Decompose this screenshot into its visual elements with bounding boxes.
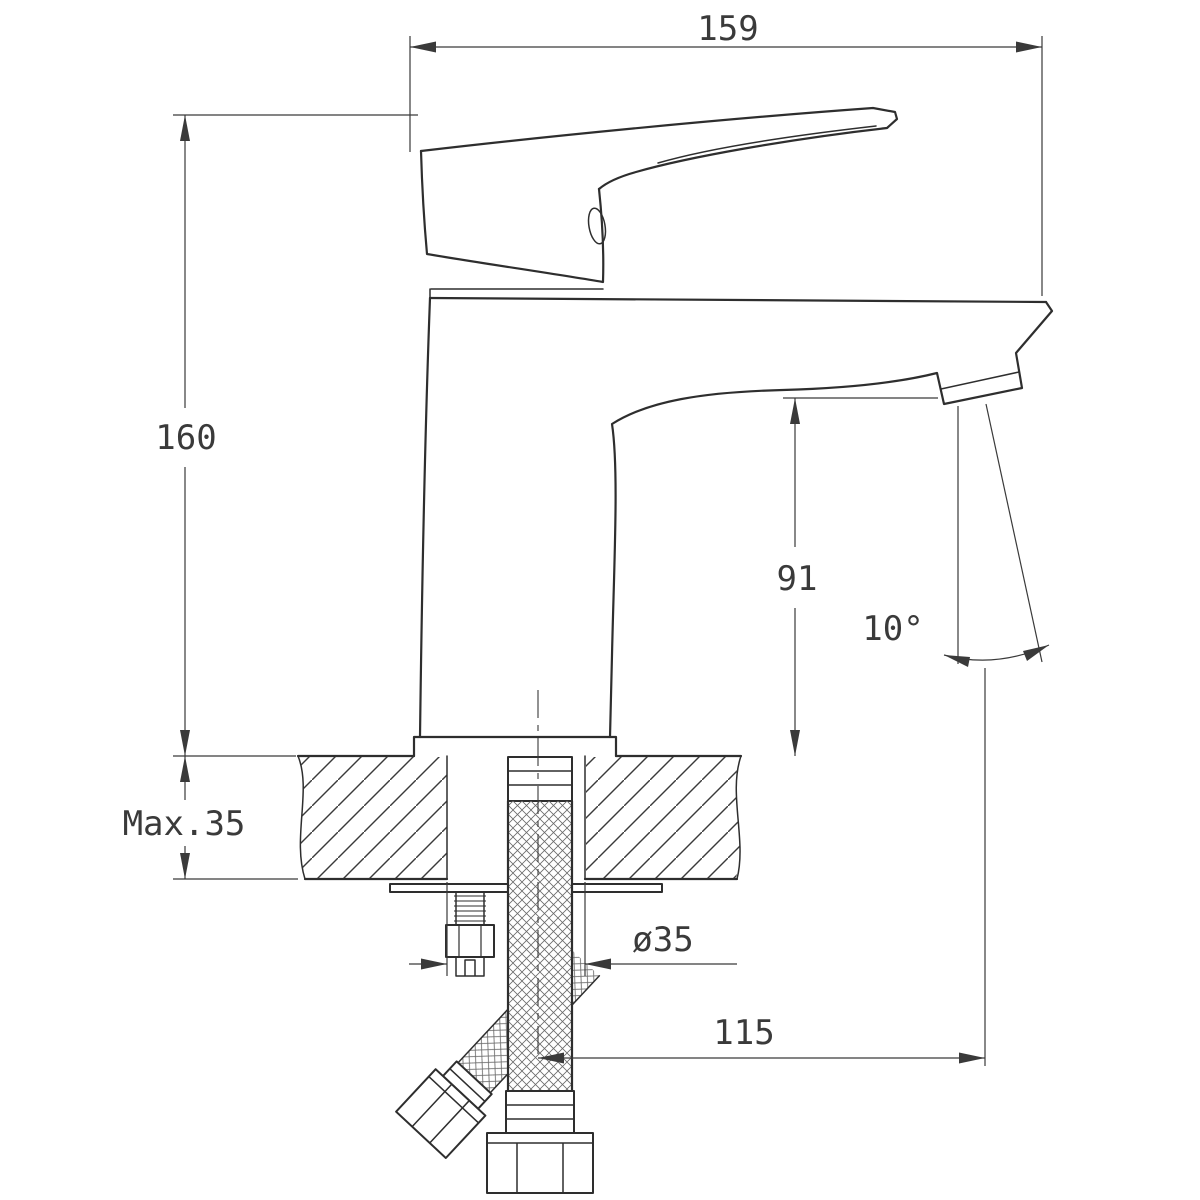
dim-91-arrow-top bbox=[790, 398, 800, 424]
dimension-hose-offset: 115 bbox=[538, 668, 986, 1066]
countertop-hatch-right bbox=[586, 757, 740, 878]
stud-nut bbox=[445, 924, 495, 958]
dim-max35-label: Max.35 bbox=[123, 804, 246, 844]
dim-160-extension-lines bbox=[173, 114, 418, 757]
vertical-hose-sides bbox=[506, 799, 574, 1093]
dimension-spout-angle: 10° bbox=[862, 403, 1050, 667]
stud-threads bbox=[454, 895, 486, 922]
handle-lever-inner-line bbox=[657, 125, 877, 164]
countertop-break-right bbox=[735, 755, 742, 880]
vertical-hose-lower-ferrule-bands bbox=[505, 1104, 575, 1120]
angle-arrow-left bbox=[944, 655, 970, 667]
dim-160-arrow-top bbox=[180, 115, 190, 141]
stud-sides bbox=[455, 891, 485, 926]
stud-nut-facets bbox=[458, 925, 482, 957]
dimension-spout-height: 91 bbox=[777, 397, 938, 756]
angled-hose-ferrule-band bbox=[449, 1067, 486, 1103]
vertical-hose-nut-facets bbox=[486, 1142, 594, 1194]
countertop-break-left bbox=[297, 755, 306, 880]
handle-pivot-detail bbox=[587, 207, 607, 245]
dim-max35-arrow-bottom bbox=[180, 853, 190, 879]
aerator-inner-line bbox=[940, 371, 1020, 390]
vertical-hose-braid bbox=[508, 801, 572, 1091]
threaded-stud bbox=[445, 891, 495, 977]
dim-hole-label: ø35 bbox=[632, 920, 693, 960]
dimension-overall-height: 160 bbox=[155, 114, 418, 757]
dim-hole-extension-lines bbox=[446, 882, 586, 976]
stud-tip bbox=[455, 956, 485, 977]
dim-angle-label: 10° bbox=[862, 609, 923, 649]
dim-159-label: 159 bbox=[697, 9, 758, 49]
dim-160-label: 160 bbox=[155, 418, 216, 458]
dim-115-label: 115 bbox=[713, 1013, 774, 1053]
angled-hose-nut-facets bbox=[411, 1075, 480, 1144]
dim-max35-arrow-top bbox=[180, 756, 190, 782]
vertical-hose-lower-ferrule bbox=[505, 1090, 575, 1134]
mounting-hole-edges bbox=[446, 755, 586, 880]
vertical-hose-top-ferrule bbox=[507, 756, 573, 802]
dim-159-extension-lines bbox=[409, 36, 1043, 296]
spout-tip-and-underside bbox=[608, 300, 1054, 739]
dimension-hole-diameter: ø35 bbox=[409, 882, 737, 976]
supply-hose-vertical bbox=[486, 756, 594, 1194]
spout-top-edge bbox=[428, 296, 1048, 304]
dimension-overall-length: 159 bbox=[409, 9, 1043, 296]
countertop-section bbox=[296, 754, 743, 881]
dim-159-arrow-right bbox=[1016, 41, 1042, 53]
dim-115-arrow-right bbox=[959, 1052, 985, 1064]
dim-91-arrow-bottom bbox=[790, 730, 800, 756]
under-counter-hardware bbox=[389, 756, 663, 1194]
handle-base bbox=[419, 149, 605, 284]
countertop-hatch-left bbox=[299, 757, 447, 878]
dim-hole-arrow-left bbox=[421, 958, 447, 970]
faucet-outline bbox=[412, 106, 1054, 758]
body-base bbox=[412, 735, 618, 758]
dim-160-arrow-bottom bbox=[180, 730, 190, 756]
vertical-hose-top-ferrule-bands bbox=[507, 770, 573, 786]
handle-lever bbox=[419, 106, 899, 191]
angle-slant-line bbox=[985, 403, 1043, 663]
dim-hole-arrow-right bbox=[585, 958, 611, 970]
angled-hose-hex-nut bbox=[395, 1068, 487, 1159]
vertical-hose-hex-nut bbox=[486, 1132, 594, 1194]
body-left-edge bbox=[418, 296, 432, 739]
dimension-max-deck-thickness: Max.35 bbox=[123, 756, 298, 880]
dim-159-arrow-left bbox=[410, 41, 436, 53]
angle-arrow-right bbox=[1023, 645, 1049, 661]
dim-115-arrow-left bbox=[538, 1052, 564, 1064]
supply-hose-angled bbox=[395, 944, 601, 1159]
dim-91-label: 91 bbox=[777, 559, 818, 599]
